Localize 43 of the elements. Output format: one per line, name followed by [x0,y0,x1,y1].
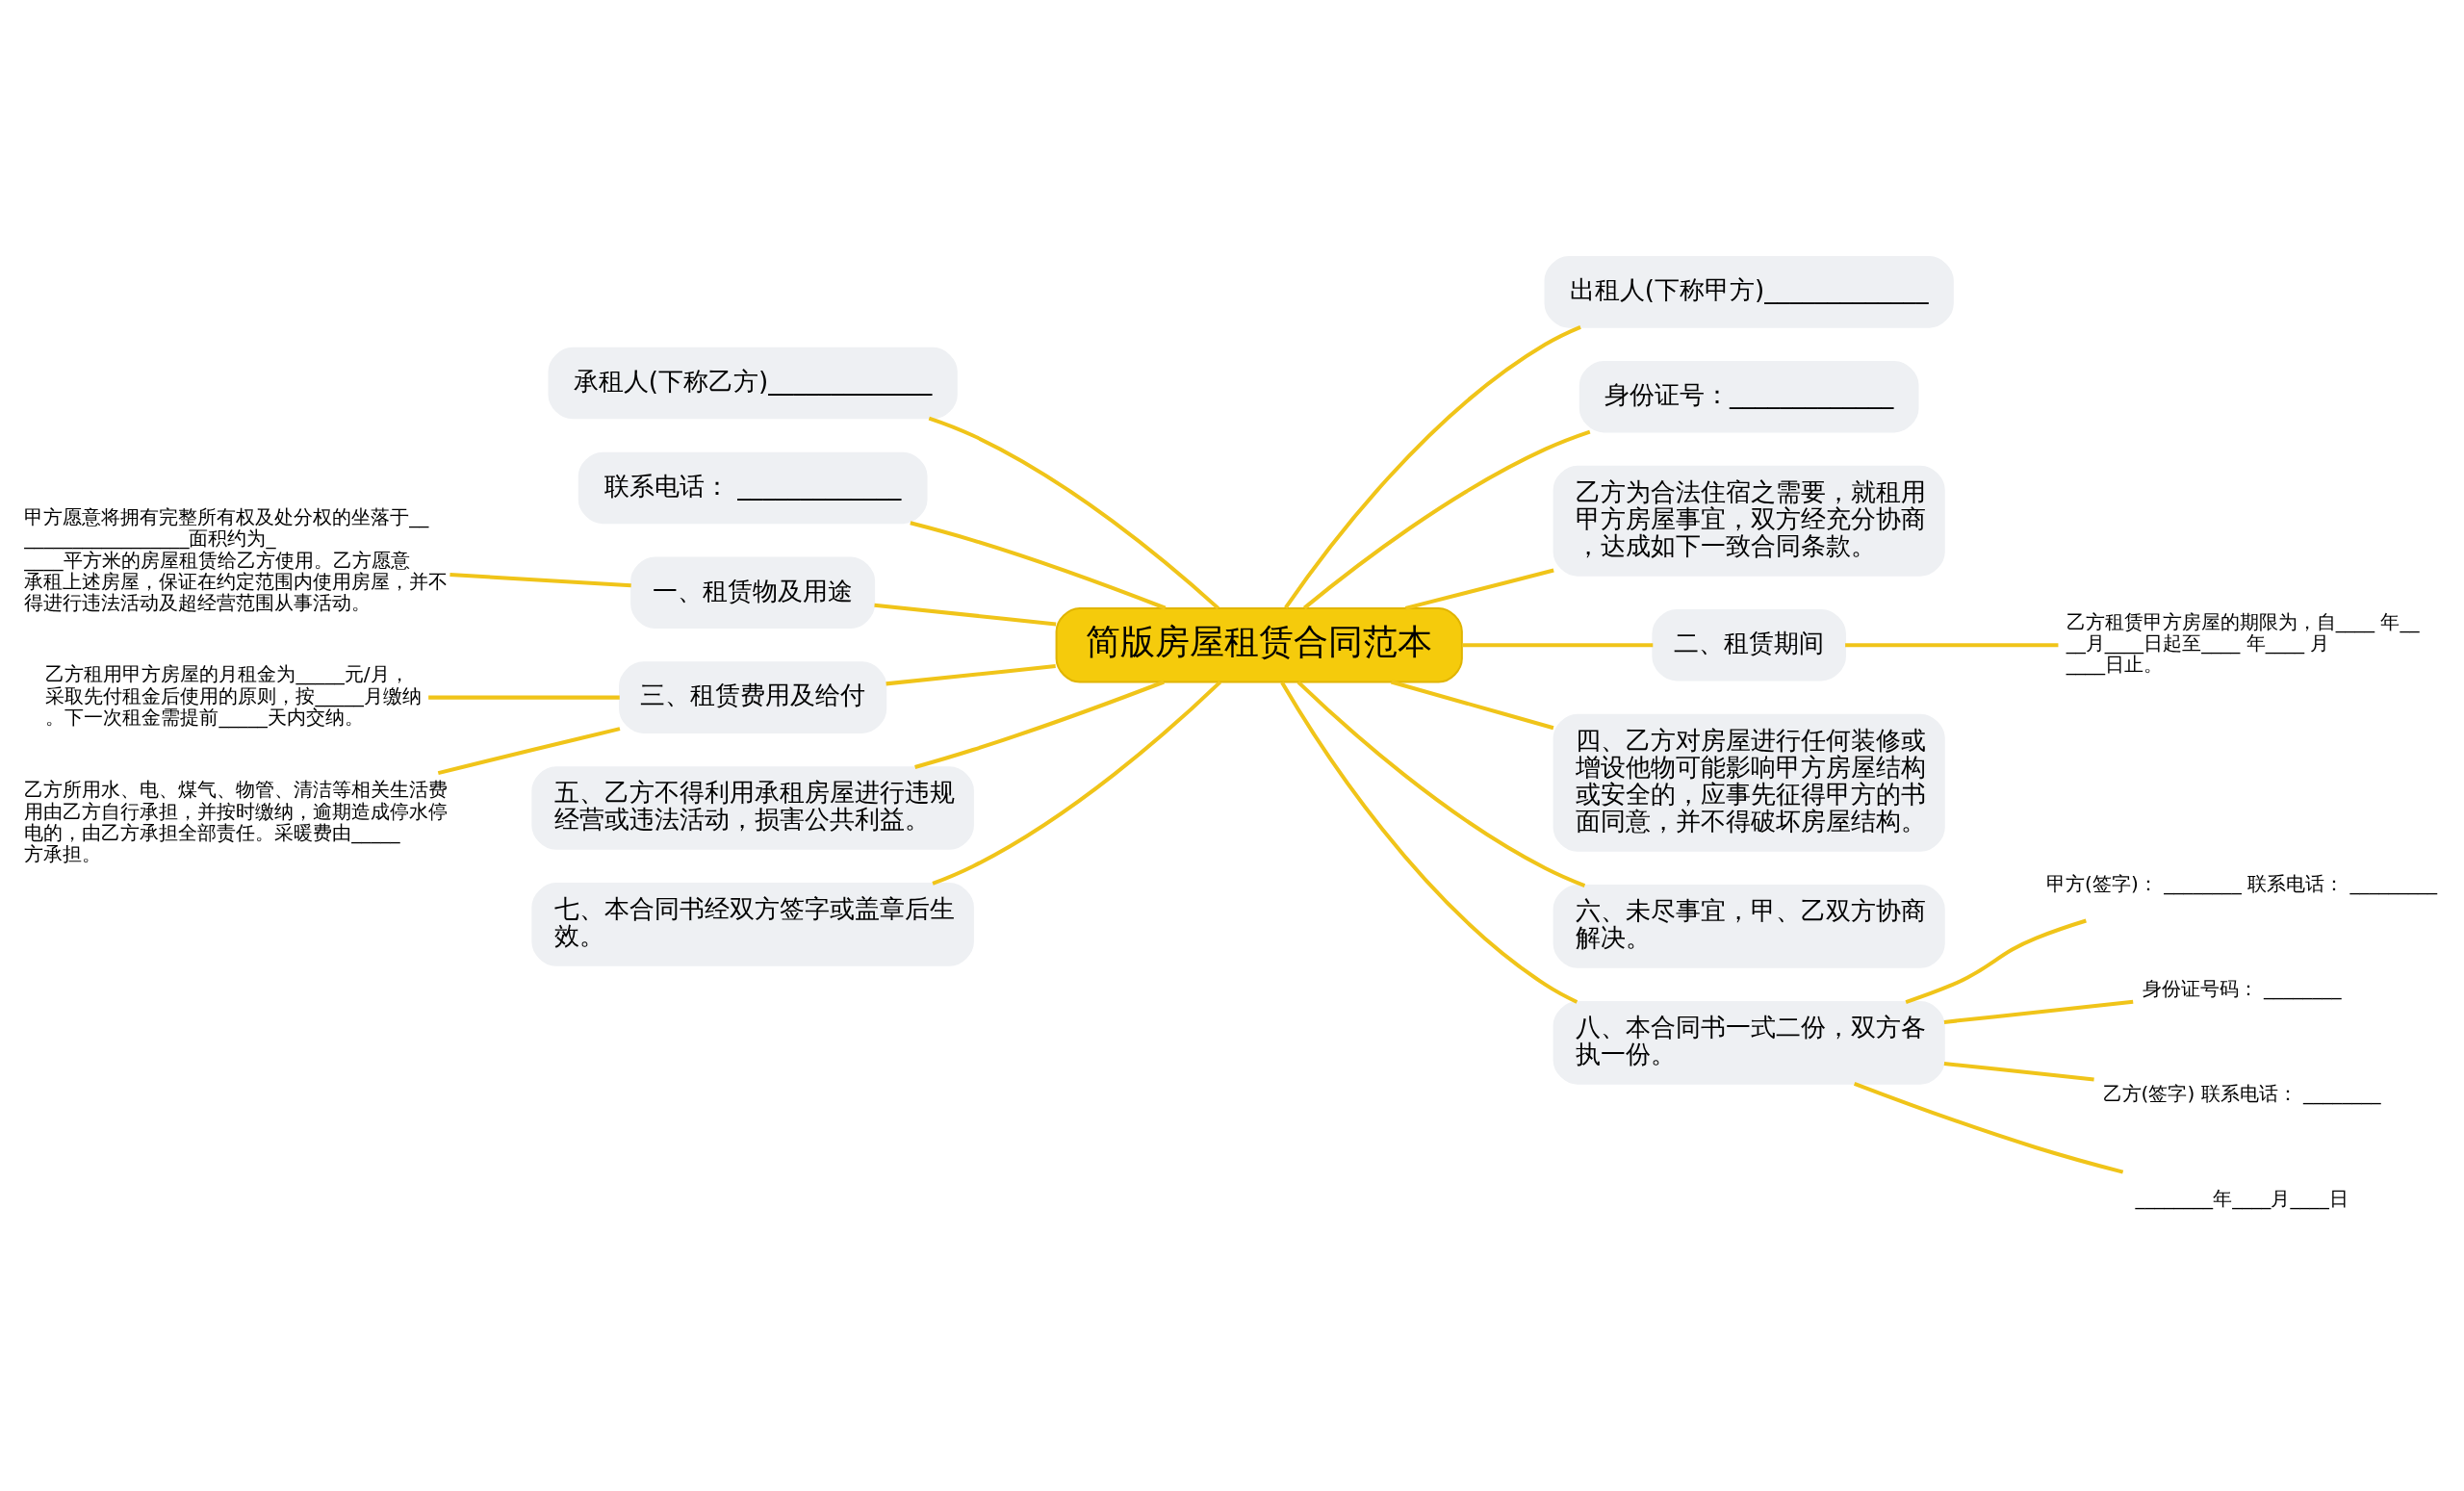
node-box: 身份证号：_____________ [1578,360,1919,432]
connector [874,603,1057,626]
connector [1905,918,2087,1004]
node-box: 七、本合同书经双方签字或盖章后生效。 [531,882,974,966]
node-text: 乙方(签字) 联系电话： ________ [2102,1081,2381,1105]
connector [1296,680,1586,887]
node-box: 出租人(下称甲方)_____________ [1544,255,1954,328]
connector [1853,1081,2124,1174]
node-text: 身份证号码： ________ [2142,976,2342,1000]
node-text: 乙方租赁甲方房屋的期限为，自____ 年____月____日起至____ 年____ 月____日止。 [2066,609,2420,676]
connector [1284,324,1581,609]
connector [449,572,631,587]
connector [1391,680,1554,730]
connector [428,695,620,700]
node-box: 简版房屋租赁合同范本 [1055,606,1463,682]
connector [1845,642,2059,647]
node-box: 联系电话： _____________ [578,451,928,524]
node-box: 八、本合同书一式二份，双方各执一份。 [1553,1000,1945,1085]
connector [886,663,1056,685]
connector [1462,642,1654,647]
node-box: 承租人(下称乙方)_____________ [548,347,958,419]
node-text: 乙方租用甲方房屋的月租金为_____元/月，采取先付租金后使用的原则，按_____月缴纳。下一次租金需提前_____天内交纳。 [45,661,422,729]
connector [1404,568,1554,610]
connector [1280,681,1578,1004]
node-box: 乙方为合法住宿之需要，就租用甲方房屋事宜，双方经充分协商，达成如下一致合同条款。 [1553,465,1945,577]
node-text: 甲方愿意将拥有完整所有权及处分权的坐落于___________________面积约为_____平方米的房屋租赁给乙方使用。乙方愿意承租上述房屋，保证在约定范围内使用房屋，并不得进行违法活动及超经营范围从事活动。 [24,504,449,614]
connector [1943,1061,2094,1082]
connector [1943,999,2134,1024]
connector [928,416,1219,609]
connector [437,726,621,775]
node-box: 六、未尽事宜，甲、乙双方协商解决。 [1553,884,1945,968]
node-box: 五、乙方不得利用承租房屋进行违规经营或违法活动，损害公共利益。 [531,765,974,850]
connector [910,520,1167,610]
node-text: ________年____月____日 [2135,1186,2348,1210]
node-box: 三、租赁费用及给付 [619,660,887,733]
connector [914,680,1165,769]
node-box: 四、乙方对房屋进行任何装修或增设他物可能影响甲方房屋结构或安全的，应事先征得甲方的书面同意，并不得破坏房屋结构。 [1553,713,1945,852]
node-box: 一、租赁物及用途 [630,555,876,629]
node-text: 乙方所用水、电、煤气、物管、清洁等相关生活费用由乙方自行承担，并按时缴纳，逾期造成停水停电的，由乙方承担全部责任。采暖费由_____方承担。 [24,777,449,865]
node-text: 甲方(签字)： ________ 联系电话： _________ [2046,871,2438,895]
node-box: 二、租赁期间 [1652,608,1846,681]
connector [932,680,1222,886]
connector [1302,429,1591,609]
